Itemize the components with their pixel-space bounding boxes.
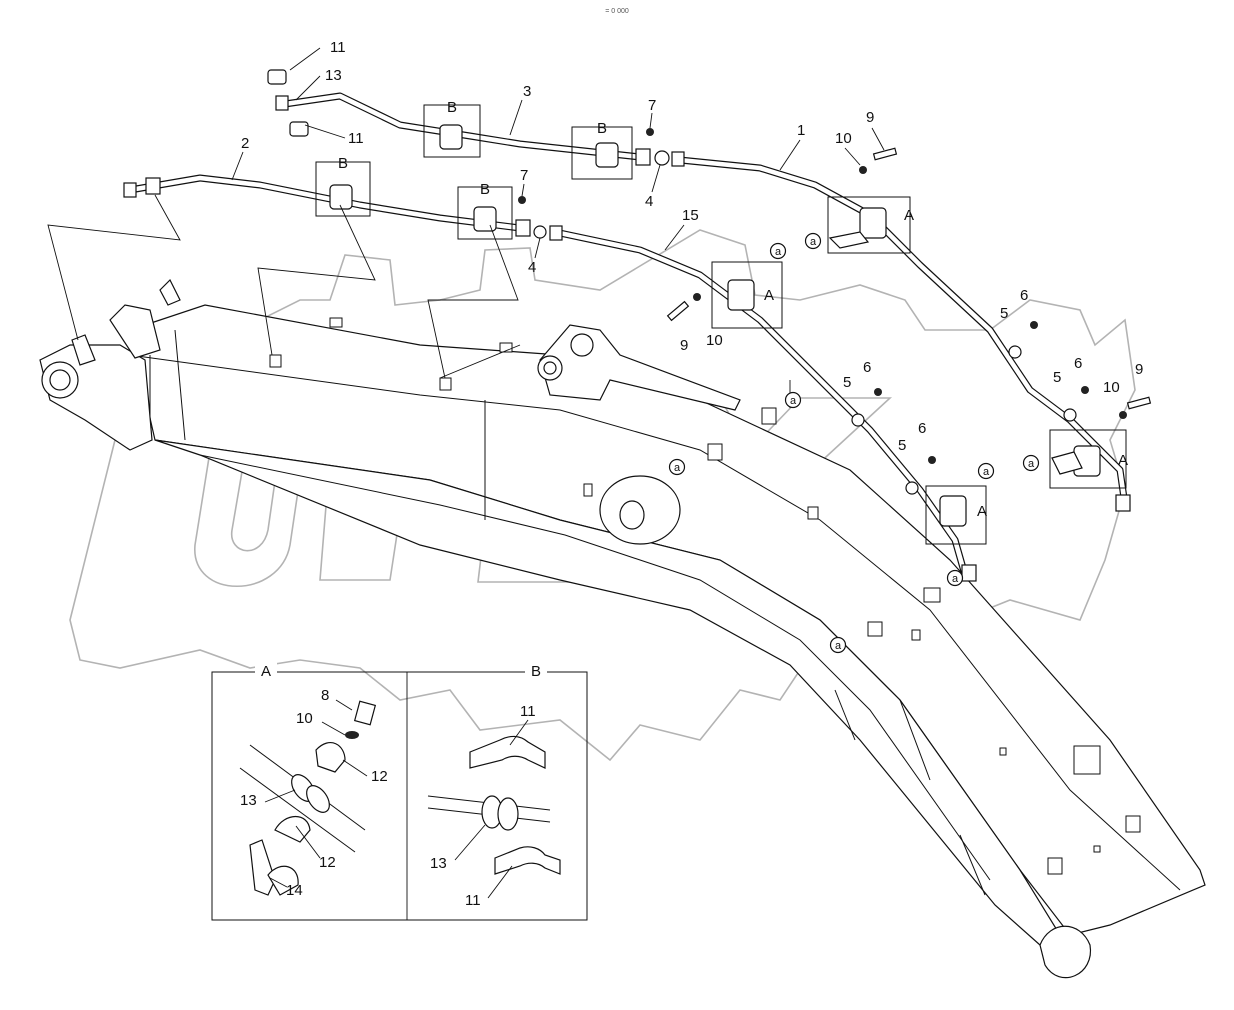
detail-a-12: 12 [371, 768, 388, 785]
detail-title-b: B [531, 663, 541, 680]
callout-6a: 6 [1020, 287, 1028, 304]
callout-11: 11 [330, 39, 346, 56]
callout-9b: 9 [680, 337, 688, 354]
callout-9c: 9 [1135, 361, 1143, 378]
callout-10b: 10 [706, 332, 723, 349]
callout-7b: 7 [520, 167, 528, 184]
svg-text:a: a [674, 462, 681, 474]
callout-6d: 6 [918, 420, 926, 437]
svg-text:a: a [835, 640, 842, 652]
callout-3: 3 [523, 83, 531, 100]
marker-a: a [829, 636, 847, 654]
callout-5d: 5 [898, 437, 906, 454]
box-letter-b2: B [597, 120, 607, 137]
detail-panel: A B 8 10 12 13 12 14 [211, 662, 588, 921]
box-letter-a3: A [1118, 452, 1128, 469]
box-letters: B B B B A A A A [338, 99, 1128, 520]
pipe-3 [281, 92, 644, 161]
svg-text:a: a [790, 395, 797, 407]
detail-a-8: 8 [321, 687, 329, 704]
callout-15: 15 [682, 207, 699, 224]
marker-a: a [784, 391, 802, 409]
clamp-boxes-b [315, 104, 633, 240]
callout-9a: 9 [866, 109, 874, 126]
box-letter-a4: A [977, 503, 987, 520]
marker-a: a [946, 569, 964, 587]
callout-6b: 6 [1074, 355, 1082, 372]
pipe-2 [126, 174, 524, 232]
callout-labels: 11 13 11 3 2 7 7 4 4 1 15 9 10 9 10 6 5 … [241, 39, 1143, 454]
svg-text:a: a [810, 236, 817, 248]
box-letter-b4: B [480, 181, 490, 198]
marker-a: a [804, 232, 822, 250]
callout-5a: 5 [1000, 305, 1008, 322]
marker-a: a [668, 458, 686, 476]
callout-10c: 10 [1103, 379, 1120, 396]
marker-a: a [977, 462, 995, 480]
box-letter-a2: A [764, 287, 774, 304]
callout-2: 2 [241, 135, 249, 152]
detail-b-13: 13 [430, 855, 447, 872]
detail-b-11b: 11 [465, 892, 481, 909]
callout-1: 1 [797, 122, 805, 139]
leader-zigzags [47, 194, 791, 408]
svg-text:a: a [983, 466, 990, 478]
callout-6c: 6 [863, 359, 871, 376]
pipe-1 [676, 156, 1129, 509]
box-letter-b3: B [338, 155, 348, 172]
box-letter-b1: B [447, 99, 457, 116]
clamps [267, 69, 1101, 527]
fittings [123, 95, 1131, 582]
detail-a-10: 10 [296, 710, 313, 727]
svg-text:a: a [952, 573, 959, 585]
detail-a-drawing: 8 10 12 13 12 14 [239, 687, 388, 899]
clamp-boxes-a [711, 196, 1127, 545]
detail-a-13: 13 [240, 792, 257, 809]
callout-10a: 10 [835, 130, 852, 147]
detail-a-12b: 12 [319, 854, 336, 871]
marker-a: a [769, 242, 787, 260]
marker-a: a [1022, 454, 1040, 472]
svg-text:a: a [775, 246, 782, 258]
detail-title-a: A [261, 663, 271, 680]
callout-4b: 4 [528, 259, 536, 276]
callout-11b: 11 [348, 130, 364, 147]
callout-13: 13 [325, 67, 342, 84]
drawing-code: = 0 000 [605, 8, 629, 15]
callout-leaders [231, 47, 885, 259]
bolts [518, 128, 1152, 464]
boom-structure [39, 278, 1206, 978]
detail-b-11: 11 [520, 703, 536, 720]
detail-b-drawing: 11 13 11 [427, 703, 561, 909]
callout-7a: 7 [648, 97, 656, 114]
callout-5b: 5 [1053, 369, 1061, 386]
box-letter-a1: A [904, 207, 914, 224]
svg-text:a: a [1028, 458, 1035, 470]
circled-a-markers: a a a a a a a a [668, 232, 1040, 654]
callout-4a: 4 [645, 193, 653, 210]
callout-5c: 5 [843, 374, 851, 391]
detail-a-14: 14 [286, 882, 303, 899]
